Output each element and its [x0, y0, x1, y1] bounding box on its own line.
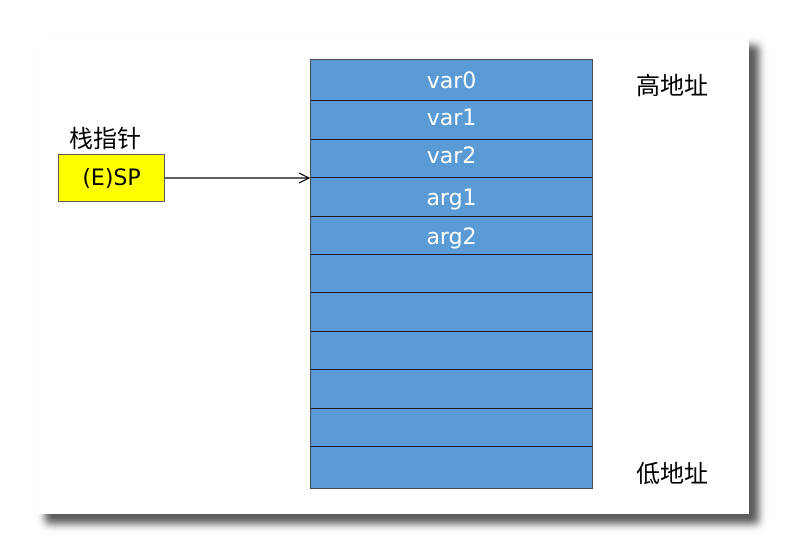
stack-cell-10 — [311, 447, 592, 488]
stack-cell-8 — [311, 370, 592, 409]
stack-cell-3: arg1 — [311, 178, 592, 217]
stack-cell-1-label: var1 — [426, 106, 477, 131]
stack-cell-5 — [311, 255, 592, 293]
esp-register-box: (E)SP — [58, 154, 165, 202]
stack-cell-7 — [311, 332, 592, 370]
high-address-label: 高地址 — [636, 72, 708, 100]
stack-memory: var0 var1 var2 arg1 arg2 — [310, 59, 593, 489]
stack-cell-0-label: var0 — [426, 69, 477, 94]
stack-pointer-title: 栈指针 — [69, 125, 141, 153]
stack-cell-9 — [311, 409, 592, 447]
stack-cell-6 — [311, 293, 592, 332]
stack-cell-0: var0 — [311, 60, 592, 101]
stack-cell-4: arg2 — [311, 217, 592, 255]
stack-cell-2-label: var2 — [426, 144, 477, 169]
stack-cell-2: var2 — [311, 140, 592, 178]
stack-cell-3-label: arg1 — [426, 186, 477, 211]
stack-cell-1: var1 — [311, 101, 592, 140]
stack-cell-4-label: arg2 — [426, 225, 477, 250]
low-address-label: 低地址 — [636, 460, 708, 488]
